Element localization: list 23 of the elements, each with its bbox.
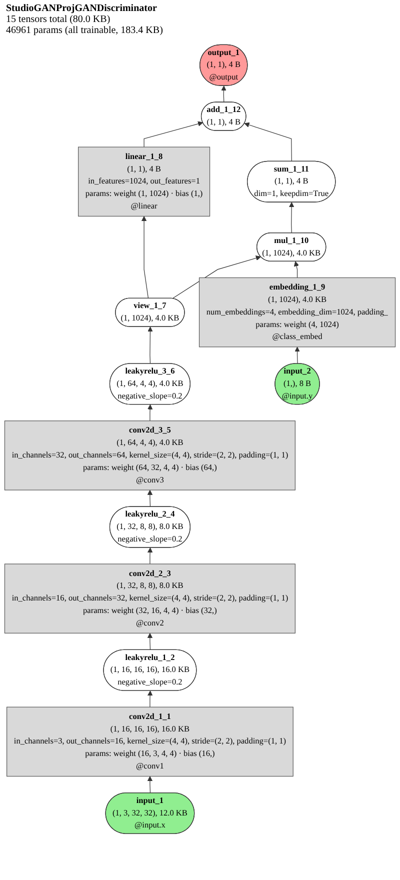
arrow bbox=[172, 256, 261, 299]
arrow bbox=[147, 547, 153, 564]
arrow bbox=[141, 216, 149, 299]
node-box: conv2d_1_1 (1, 16, 16, 16), 16.0 KB in_channels=3, out_channels=16, kernel_size=(4, 4), stride=(2, 2), padding=(1, 1) params: weight (16, 3, 4, 4) · bias (16,) @conv1 bbox=[6, 706, 294, 777]
arrow bbox=[288, 202, 294, 234]
arrow bbox=[221, 86, 226, 103]
arrow bbox=[294, 346, 300, 364]
arrow bbox=[148, 326, 153, 364]
summary-note: 15 tensors total (80.0 KB) bbox=[6, 14, 112, 25]
node-box: conv2d_2_3 (1, 32, 8, 8), 8.0 KB in_channels=16, out_channels=32, kernel_size=(4, 4), stride=(2, 2), padding=(1, 1) params: weight (32, 16, 4, 4) · bias (32,) @conv2 bbox=[4, 564, 296, 634]
arrow bbox=[147, 490, 153, 508]
arrow bbox=[147, 404, 153, 422]
arrow bbox=[294, 261, 299, 278]
arrow bbox=[244, 122, 292, 162]
arrow bbox=[147, 776, 153, 794]
node-box: conv2d_3_5 (1, 64, 4, 4), 4.0 KB in_channels=32, out_channels=64, kernel_size=(4, 4), stride=(2, 2), padding=(1, 1) params: weight (64, 32, 4, 4) · bias (64,) @conv3 bbox=[4, 420, 296, 490]
summary-note: 46961 params (all trainable, 183.4 KB) bbox=[6, 25, 163, 36]
node-box: linear_1_8 (1, 1), 4 B in_features=1024, out_features=1 params: weight (1, 1024) · bias (1,) @linear bbox=[78, 146, 210, 217]
arrow bbox=[147, 632, 153, 650]
arrow bbox=[144, 121, 204, 148]
diagram-title: StudioGANProjGANDiscriminator bbox=[6, 3, 158, 14]
node-box: embedding_1_9 (1, 1024), 4.0 KB num_embeddings=4, embedding_dim=1024, padding_ params: weight (4, 1024) @class_embed bbox=[198, 277, 396, 348]
arrow bbox=[147, 690, 153, 708]
